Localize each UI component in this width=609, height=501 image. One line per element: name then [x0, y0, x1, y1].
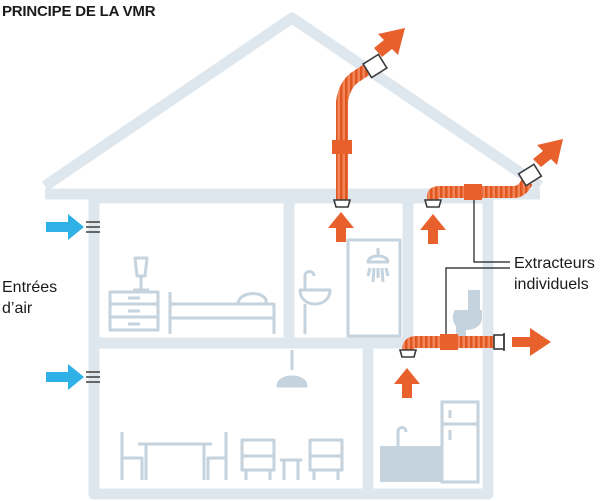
- wc-furniture: [452, 290, 482, 336]
- vent-icon: [332, 199, 352, 208]
- roof-terminal-icon: [517, 163, 543, 187]
- exhaust-arrow-icon: [420, 214, 446, 244]
- inlet-grille-icon: [86, 221, 100, 233]
- kitchen-furniture: [380, 400, 480, 484]
- bathroom-furniture: [298, 238, 402, 338]
- inlet-grille-icon: [86, 371, 100, 383]
- roof-terminal-icon: [362, 53, 388, 79]
- exhaust-arrow-icon: [328, 212, 354, 242]
- washbasin-icon: [298, 270, 332, 334]
- wall-terminal-icon: [493, 333, 505, 351]
- pendant-lamp-icon: [276, 350, 308, 388]
- extractor-unit: [464, 184, 482, 200]
- armchair-right-icon: [308, 438, 344, 480]
- coffee-table-icon: [280, 458, 302, 480]
- extractors-leader-lines: [445, 200, 510, 334]
- living-room-furniture: [120, 350, 344, 480]
- exhaust-arrow-icon: [533, 139, 563, 167]
- roof-outline: [41, 12, 544, 191]
- air-inlet-lower: [46, 364, 100, 390]
- intake-arrow-icon: [46, 364, 84, 390]
- exhaust-arrow-icon: [512, 328, 551, 356]
- vent-icon: [423, 199, 443, 208]
- air-inlets-label-line-1: Entrées: [2, 279, 58, 296]
- extractors-label-line-2: individuels: [514, 276, 589, 293]
- bedroom-furniture: [108, 256, 276, 334]
- air-inlets-label-line-2: d’air: [2, 300, 33, 317]
- wc-exhaust-duct: [423, 139, 563, 208]
- shower-icon: [346, 238, 402, 338]
- diagram-title: PRINCIPE DE LA VMR: [2, 3, 156, 20]
- kitchen-counter-icon: [380, 426, 442, 482]
- exhaust-arrow-icon: [394, 368, 420, 398]
- bathroom-exhaust-duct: [332, 28, 405, 208]
- toilet-icon: [452, 290, 482, 336]
- extractor-unit: [440, 334, 458, 350]
- intake-arrow-icon: [46, 214, 84, 240]
- extractors-label-line-1: Extracteurs: [514, 255, 595, 272]
- kitchen-exhaust-duct: [398, 328, 551, 358]
- air-inlets-label: Entrées d’air: [2, 277, 57, 319]
- bed-icon: [168, 292, 276, 334]
- extractor-unit: [332, 140, 352, 154]
- vent-icon: [398, 349, 418, 358]
- armchair-left-icon: [240, 438, 276, 480]
- nightstand-icon: [108, 290, 160, 332]
- lamp-icon: [133, 256, 149, 292]
- exhaust-arrow-icon: [374, 28, 405, 57]
- air-inlet-upper: [46, 214, 100, 240]
- fridge-icon: [440, 400, 480, 484]
- extractors-label: Extracteurs individuels: [514, 253, 595, 295]
- dining-set-icon: [120, 432, 228, 480]
